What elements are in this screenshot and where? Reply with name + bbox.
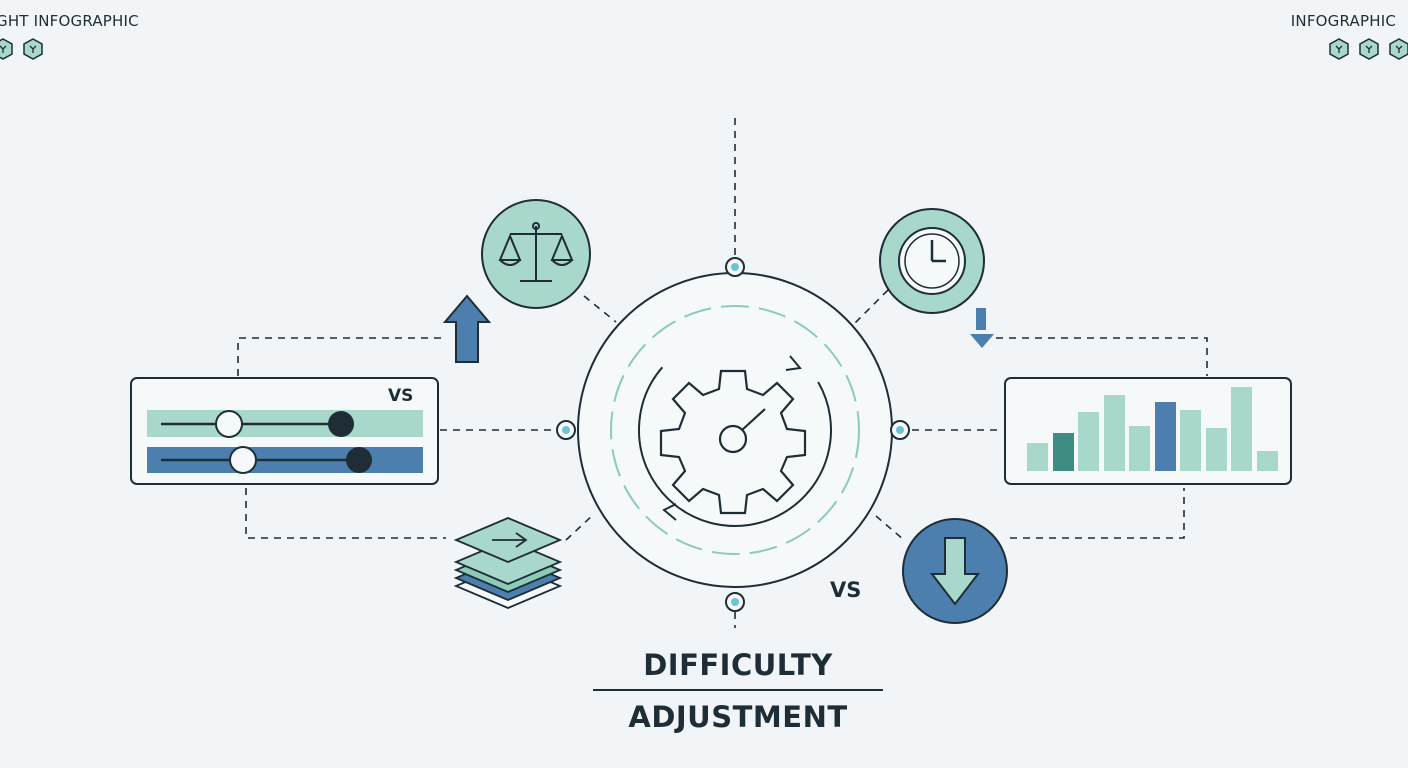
hexagon-icon: [1359, 38, 1379, 60]
stacked-layers-icon: [453, 517, 563, 609]
bar-chart-icon: [1027, 387, 1278, 471]
connector-left-upper: [237, 337, 442, 376]
scale-node: [481, 199, 591, 309]
connector-right-upper: [996, 337, 1208, 376]
hexagon-icon: [1389, 38, 1408, 60]
up-arrow-icon: [442, 294, 492, 363]
vs-label-left: VS: [388, 386, 414, 406]
hexagon-icon: [0, 38, 13, 60]
connector-top-left: [583, 295, 617, 323]
down-arrow-icon: [929, 537, 981, 606]
connector-bottom-left: [565, 513, 595, 541]
small-down-arrow-icon: [970, 308, 994, 348]
cycle-arrow-icon: [662, 503, 677, 521]
corner-icons-right: [1328, 38, 1408, 60]
connector-top-right: [849, 289, 889, 329]
header-label-left: GHT INFOGRAPHIC: [0, 12, 139, 30]
cycle-arrow-icon: [785, 355, 802, 371]
vs-label-bottom: VS: [830, 578, 862, 602]
connector-lines: [237, 118, 1208, 628]
scale-icon: [498, 222, 574, 282]
title-divider: [593, 689, 883, 691]
bar-chart-panel: [1004, 377, 1292, 485]
clock-node: [879, 208, 985, 314]
gear-icon: [659, 369, 807, 515]
down-arrow-node: [902, 518, 1008, 624]
central-hub: [556, 257, 910, 612]
connector-left-lower: [245, 488, 446, 539]
title-line-1: DIFFICULTY: [643, 648, 833, 682]
sliders-panel: [130, 377, 439, 485]
connector-right-lower: [1010, 488, 1185, 539]
connector-bottom-right: [875, 515, 905, 541]
title-line-2: ADJUSTMENT: [628, 700, 848, 734]
sliders-icon: [147, 410, 423, 474]
header-label-right: INFOGRAPHIC: [1290, 12, 1396, 30]
clock-icon: [898, 227, 966, 295]
hexagon-icon: [23, 38, 43, 60]
hexagon-icon: [1329, 38, 1349, 60]
corner-icons-left: [0, 38, 44, 60]
